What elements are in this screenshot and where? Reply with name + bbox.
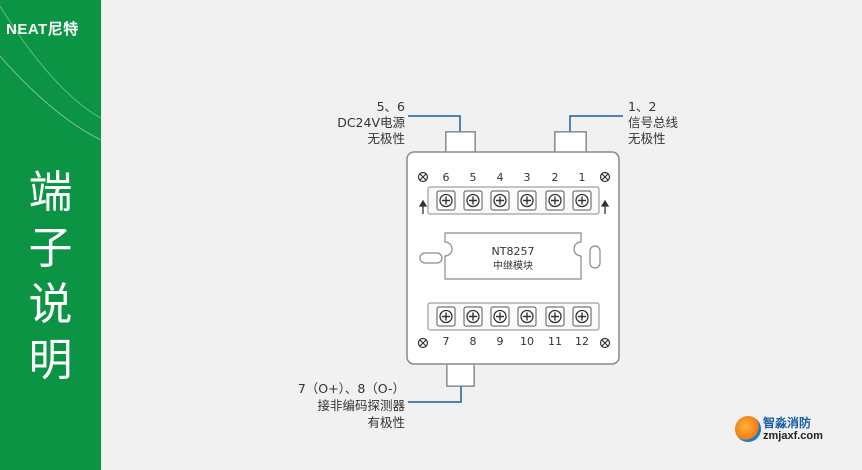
screw-icon (417, 337, 429, 349)
terminal-screw-icon (493, 309, 507, 324)
terminal-number: 5 (470, 171, 477, 184)
bottom-tab (446, 363, 475, 387)
terminal-screw-icon (548, 309, 562, 324)
arrow-up-icon (600, 199, 610, 214)
terminal-number: 4 (497, 171, 504, 184)
title-char: 明 (28, 335, 73, 386)
terminal-screw-icon (493, 193, 507, 208)
top-tab-left (445, 131, 476, 154)
terminal-screw-icon (520, 309, 534, 324)
title-char: 子 (28, 223, 73, 274)
title-char: 端 (28, 167, 73, 218)
terminal-number: 8 (470, 335, 477, 348)
module-model: NT8257 (492, 245, 535, 258)
page-title: 端 子 说 明 (0, 165, 101, 389)
title-char: 说 (28, 279, 73, 330)
terminal-screw-icon (575, 193, 589, 208)
left-slot (419, 252, 443, 264)
arrow-up-icons (418, 199, 610, 214)
callout-texts: 5、6 DC24V电源 无极性 1、2 信号总线 无极性 7（O+）、8（O-）… (298, 99, 679, 430)
screw-icon (599, 171, 611, 183)
output-callout-desc: 接非编码探测器 (317, 398, 405, 413)
terminal-screw-icon (439, 193, 453, 208)
watermark-logo-icon (735, 416, 761, 442)
terminal-screw-icon (548, 193, 562, 208)
terminal-number: 7 (443, 335, 450, 348)
arrow-up-icon (418, 199, 428, 214)
bottom-terminals: 7 8 9 10 11 12 (436, 306, 592, 348)
screw-icon (417, 171, 429, 183)
decorative-arcs (0, 5, 101, 141)
terminal-number: 11 (548, 335, 562, 348)
terminal-screw-icon (575, 309, 589, 324)
neat-logo: NEAT尼特 (6, 21, 79, 38)
terminal-screw-icon (466, 193, 480, 208)
bus-callout-desc: 信号总线 (628, 115, 679, 130)
corner-screws (417, 171, 611, 349)
watermark: 智淼消防 zmjaxf.com (735, 414, 835, 454)
top-tab-right (554, 131, 587, 154)
module-diagram: 6 5 4 3 2 1 7 8 9 10 11 12 NT8257 中继模块 5、6 DC24V电源… (298, 99, 679, 430)
terminal-screw-icon (466, 309, 480, 324)
terminal-number: 10 (520, 335, 534, 348)
terminal-number: 3 (524, 171, 531, 184)
terminal-number: 2 (552, 171, 559, 184)
power-callout-terminals: 5、6 (377, 99, 405, 114)
top-terminals: 6 5 4 3 2 1 (436, 171, 592, 211)
output-callout-polarity: 有极性 (367, 415, 405, 430)
watermark-url: zmjaxf.com (763, 430, 823, 442)
power-callout-polarity: 无极性 (367, 131, 405, 146)
watermark-name: 智淼消防 (763, 416, 812, 430)
power-callout-desc: DC24V电源 (337, 115, 405, 130)
terminal-number: 1 (579, 171, 586, 184)
label-plate (444, 232, 582, 280)
terminal-screw-icon (439, 309, 453, 324)
bus-callout-polarity: 无极性 (628, 131, 666, 146)
bus-callout-terminals: 1、2 (628, 99, 656, 114)
sidebar: NEAT尼特 端 子 说 明 (0, 0, 101, 470)
terminal-number: 9 (497, 335, 504, 348)
screw-icon (599, 337, 611, 349)
terminal-screw-icon (520, 193, 534, 208)
module-name: 中继模块 (493, 259, 533, 272)
output-callout-terminals: 7（O+）、8（O-） (298, 381, 405, 396)
terminal-number: 12 (575, 335, 589, 348)
terminal-number: 6 (443, 171, 450, 184)
right-slot (589, 245, 601, 269)
